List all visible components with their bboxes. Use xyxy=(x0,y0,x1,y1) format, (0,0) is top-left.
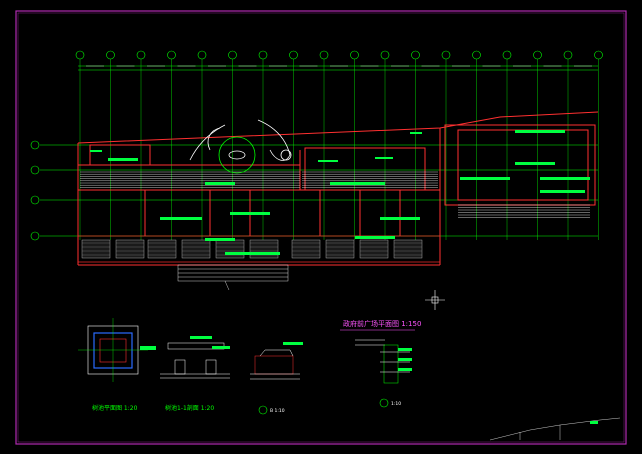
stair-hatching xyxy=(80,171,590,218)
grid-bubble xyxy=(563,50,573,60)
detail-marker-c xyxy=(379,398,389,408)
paving-band xyxy=(77,235,441,263)
callout-bar xyxy=(108,158,138,161)
detail-caption-4: 1:10 xyxy=(391,401,401,407)
paving-block xyxy=(115,239,145,259)
plan-title: 政府前广场平面图 1:150 xyxy=(343,319,421,328)
grid-bubble xyxy=(319,50,329,60)
paving-tile xyxy=(249,239,279,259)
detail-marker-b xyxy=(258,405,268,415)
grid-bubble xyxy=(75,50,85,60)
detail-tree-pit-plan xyxy=(78,318,156,382)
paving-tile xyxy=(81,239,111,259)
sheet-border xyxy=(15,10,627,445)
callout-bars xyxy=(90,130,590,255)
detail-section-c xyxy=(355,339,412,384)
grid-bubble xyxy=(441,50,451,60)
paving-block xyxy=(81,239,111,259)
entrance-stair xyxy=(177,264,289,291)
paving-tile xyxy=(359,239,389,259)
grid-bubble xyxy=(289,50,298,60)
paving-block xyxy=(393,239,423,259)
top-grid-bubbles xyxy=(75,50,603,67)
grid-bubble xyxy=(106,50,115,60)
callout-bar xyxy=(205,182,235,185)
paving-block xyxy=(325,239,355,259)
grid-bubble xyxy=(30,140,40,150)
grid-bubble xyxy=(30,165,40,175)
callout-bar xyxy=(90,150,102,152)
callout-bar xyxy=(225,252,280,255)
callout-bar xyxy=(318,160,338,162)
callout-bar xyxy=(375,157,393,159)
detail-caption-3: B 1:10 xyxy=(270,408,285,414)
callout-bar xyxy=(230,212,270,215)
grid-bubble xyxy=(258,50,268,60)
grid-bubble xyxy=(502,50,512,60)
callout-bar xyxy=(205,238,235,241)
callout-bar xyxy=(410,132,422,134)
grid-bubble xyxy=(472,50,481,60)
paving-tile xyxy=(325,239,355,259)
paving-block xyxy=(147,239,177,259)
vertical-grid-lines xyxy=(79,59,599,240)
paving-tile xyxy=(393,239,423,259)
callout-bar xyxy=(460,177,510,180)
grid-bubble xyxy=(197,50,207,60)
detail-caption-2: 树池1-1剖面 1:20 xyxy=(165,404,214,412)
sheet-border-inner xyxy=(17,12,625,443)
paving-tile xyxy=(115,239,145,259)
detail-section-b xyxy=(250,342,303,380)
callout-bar xyxy=(160,217,202,220)
callout-bar xyxy=(515,162,555,165)
paving-tile xyxy=(147,239,177,259)
crosshair-cursor xyxy=(425,290,445,310)
callout-bar xyxy=(380,217,420,220)
paving-block xyxy=(291,239,321,259)
grid-bubble xyxy=(380,50,390,60)
callout-bar xyxy=(355,236,395,239)
paving-block xyxy=(215,239,245,259)
bottom-right-profile xyxy=(489,417,621,441)
grid-bubble xyxy=(228,50,237,60)
grid-bubble xyxy=(350,50,359,60)
central-round-feature xyxy=(189,119,292,174)
grid-bubble xyxy=(533,50,542,60)
callout-bar xyxy=(540,177,590,180)
grid-bubble xyxy=(30,231,40,241)
detail-tree-pit-section xyxy=(160,336,230,379)
paving-tile xyxy=(291,239,321,259)
grid-bubble xyxy=(411,50,420,60)
left-grid-bubbles xyxy=(30,140,40,241)
paving-tile xyxy=(181,239,211,259)
grid-bubble xyxy=(30,195,40,205)
grid-bubble xyxy=(594,50,603,60)
callout-bar xyxy=(540,190,585,193)
callout-bar xyxy=(515,130,565,133)
grid-bubble xyxy=(167,50,176,60)
grid-bubble xyxy=(136,50,146,60)
paving-block xyxy=(249,239,279,259)
paving-tile xyxy=(215,239,245,259)
callout-bar xyxy=(330,182,385,185)
paving-outline xyxy=(77,235,441,263)
detail-caption-1: 树池平面图 1:20 xyxy=(92,404,138,412)
top-dimension-lines xyxy=(78,65,598,71)
paving-block xyxy=(359,239,389,259)
paving-block xyxy=(181,239,211,259)
